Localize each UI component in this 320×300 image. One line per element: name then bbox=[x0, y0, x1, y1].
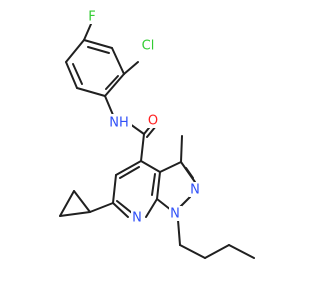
bond bbox=[104, 73, 125, 97]
bond bbox=[228, 244, 255, 259]
bond bbox=[72, 63, 83, 85]
bond bbox=[119, 166, 140, 179]
svg-text:N: N bbox=[190, 183, 200, 198]
pyrazole-n2-label: N bbox=[189, 182, 202, 198]
molecule-drawing: F Cl NH O N N N bbox=[59, 9, 255, 259]
bond bbox=[179, 244, 206, 259]
bond bbox=[159, 161, 182, 173]
bond bbox=[177, 219, 181, 246]
svg-text:N: N bbox=[170, 207, 180, 222]
bond bbox=[87, 46, 110, 54]
bond bbox=[105, 75, 119, 90]
chlorine-label: Cl bbox=[138, 38, 158, 54]
bond bbox=[115, 160, 142, 176]
pyridine-nitrogen-label: N bbox=[131, 210, 144, 226]
bond bbox=[76, 87, 106, 97]
amide-nh-label: NH bbox=[106, 114, 132, 131]
bond bbox=[59, 211, 91, 217]
bond bbox=[83, 39, 113, 49]
svg-text:Cl: Cl bbox=[142, 39, 155, 54]
svg-text:O: O bbox=[148, 114, 158, 129]
bond bbox=[185, 167, 194, 179]
bond bbox=[89, 202, 114, 213]
bond bbox=[140, 133, 145, 162]
structure-diagram: F Cl NH O N N N bbox=[59, 9, 255, 259]
bond bbox=[123, 61, 139, 75]
svg-text:F: F bbox=[88, 10, 95, 25]
bond bbox=[179, 196, 191, 208]
bond bbox=[116, 200, 133, 214]
bond bbox=[73, 190, 91, 213]
bond bbox=[129, 123, 145, 135]
bond bbox=[59, 190, 75, 217]
svg-text:N: N bbox=[132, 211, 142, 226]
bond bbox=[180, 135, 183, 163]
carbonyl-oxygen-label: O bbox=[146, 113, 160, 129]
bond bbox=[145, 198, 158, 218]
bond bbox=[83, 23, 92, 41]
bond bbox=[151, 173, 156, 196]
bond bbox=[140, 160, 161, 173]
bond bbox=[112, 174, 117, 204]
bond bbox=[65, 39, 85, 63]
bond bbox=[65, 61, 78, 89]
bond bbox=[204, 244, 230, 259]
fluorine-label: F bbox=[86, 9, 98, 25]
pyrazole-n1-label: N bbox=[169, 206, 182, 222]
svg-text:NH: NH bbox=[109, 116, 129, 131]
bond bbox=[156, 198, 172, 211]
bond bbox=[104, 95, 114, 116]
bond bbox=[156, 171, 161, 200]
bond bbox=[111, 47, 125, 75]
bond bbox=[112, 202, 129, 218]
